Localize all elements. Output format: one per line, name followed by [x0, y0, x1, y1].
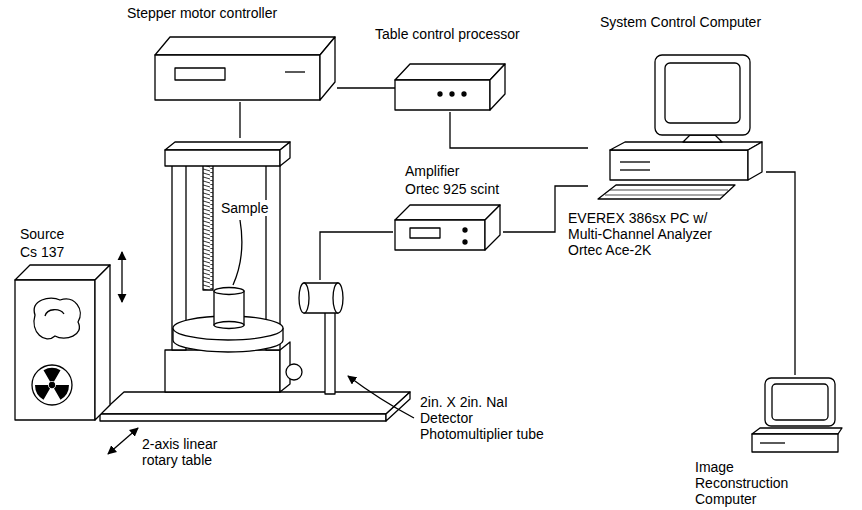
node-label: System Control Computer	[600, 14, 800, 30]
signal-cable	[337, 87, 395, 88]
amplifier-box	[395, 205, 500, 250]
computer: Image Reconstruction Computer	[745, 375, 845, 458]
node-label: EVEREX 386sx PC w/ Multi-Channel Analyze…	[568, 210, 743, 258]
signal-cable	[239, 102, 240, 138]
rotary-table	[165, 142, 302, 392]
computer-illustration	[598, 55, 762, 199]
signal-cable	[320, 232, 393, 280]
leader-line	[233, 220, 242, 285]
source-housing	[15, 265, 110, 420]
radiation-symbol	[35, 368, 69, 400]
motion-arrow	[121, 252, 122, 302]
processor-box: Table control processor	[395, 62, 507, 112]
part-label: Sample	[219, 200, 270, 216]
node-label: Amplifier	[405, 163, 525, 179]
node-label: Stepper motor controller	[127, 5, 347, 21]
controller-box: Stepper motor controller	[155, 35, 337, 102]
signal-cable	[450, 112, 588, 148]
motion-arrow	[108, 428, 138, 454]
node-label: 2-axis linear rotary table	[142, 436, 237, 468]
detector: 2in. X 2in. NaI Detector Photomultiplier…	[296, 280, 344, 404]
processor-box	[395, 64, 505, 110]
node-label: Source	[20, 226, 110, 242]
node-label: Ortec 925 scint	[405, 181, 525, 197]
source-housing: SourceCs 137	[13, 263, 113, 423]
computer: System Control ComputerEVEREX 386sx PC w…	[588, 50, 766, 202]
rotary-table: 2-axis linear rotary table	[158, 138, 304, 404]
node-label: Table control processor	[375, 26, 555, 42]
base-plate	[100, 392, 410, 421]
node-label: Cs 137	[20, 244, 110, 260]
amplifier-box: AmplifierOrtec 925 scint	[393, 203, 503, 253]
leader-arrow	[348, 376, 414, 418]
nai-detector	[299, 283, 343, 394]
signal-cable	[766, 172, 795, 375]
computer-illustration	[752, 378, 842, 452]
controller-box	[155, 37, 335, 100]
node-label: 2in. X 2in. NaI Detector Photomultiplier…	[420, 394, 555, 442]
node-label: Image Reconstruction Computer	[695, 459, 795, 507]
